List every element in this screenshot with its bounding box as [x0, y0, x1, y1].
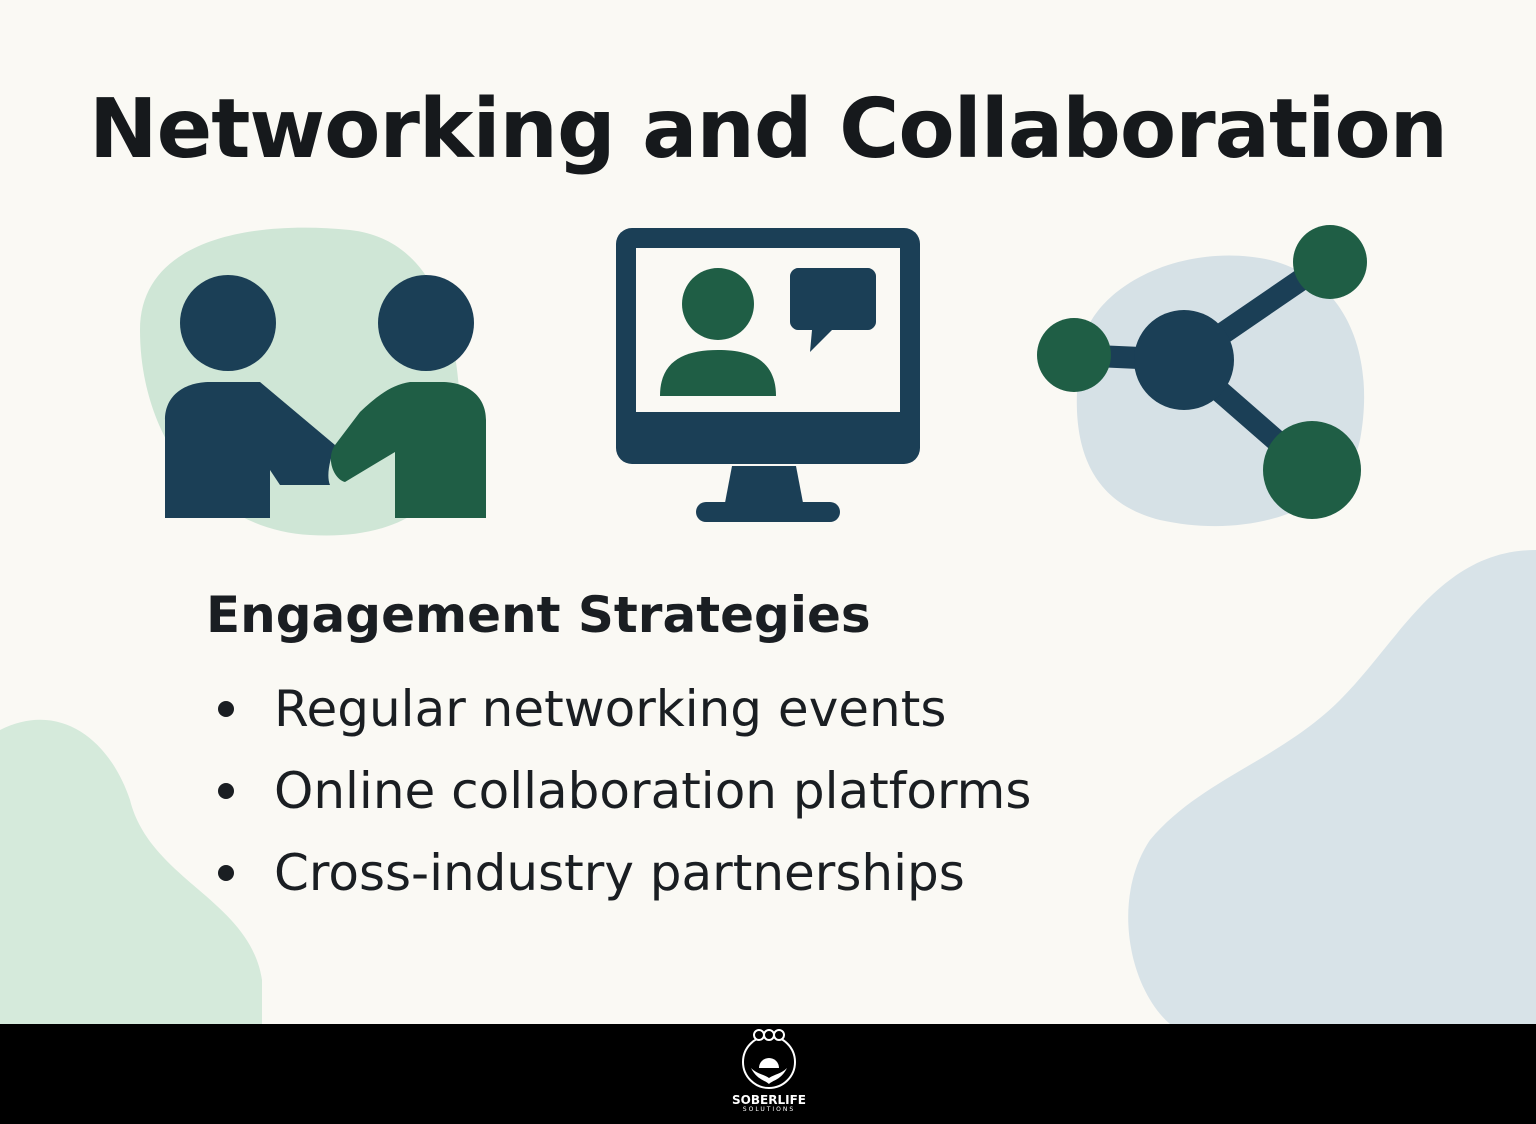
list-item: Regular networking events	[218, 668, 1031, 750]
list-item: Cross-industry partnerships	[218, 832, 1031, 914]
list-item: Online collaboration platforms	[218, 750, 1031, 832]
bullet-icon	[218, 701, 234, 717]
video-call-monitor-icon	[616, 228, 920, 522]
list-item-text: Regular networking events	[274, 680, 947, 738]
logo-subtext: SOLUTIONS	[742, 1106, 796, 1113]
logo-emblem-icon	[742, 1029, 796, 1089]
bullet-icon	[218, 783, 234, 799]
handshake-icon	[140, 227, 486, 536]
list-item-text: Cross-industry partnerships	[274, 844, 965, 902]
strategy-list: Regular networking events Online collabo…	[218, 668, 1031, 914]
page-title: Networking and Collaboration	[88, 82, 1448, 177]
share-network-icon	[1037, 225, 1367, 527]
section-heading: Engagement Strategies	[206, 586, 871, 644]
logo-text: SOBERLIFE	[732, 1093, 806, 1107]
soberlife-logo: SOBERLIFE SOLUTIONS	[730, 1028, 808, 1120]
list-item-text: Online collaboration platforms	[274, 762, 1032, 820]
bullet-icon	[218, 865, 234, 881]
